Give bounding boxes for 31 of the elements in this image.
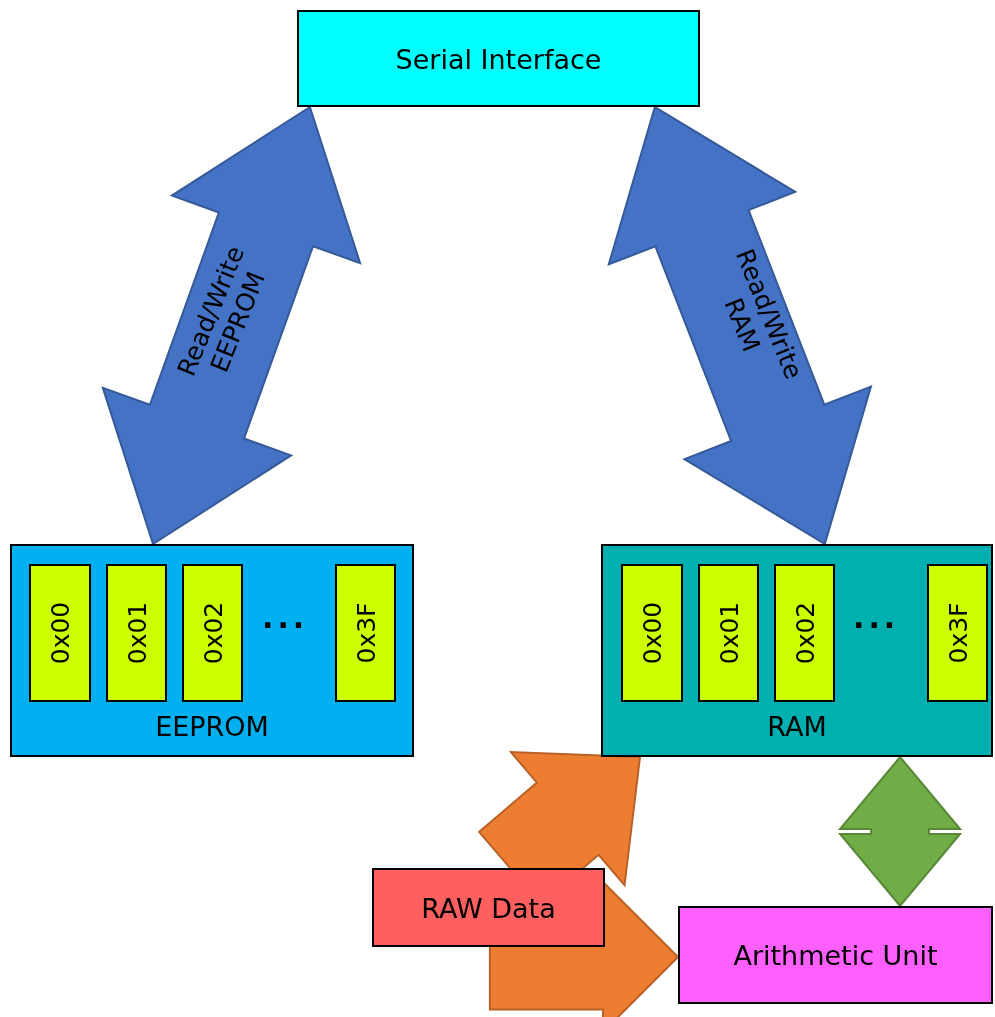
process-box — [372, 868, 605, 947]
block-arrow — [837, 755, 963, 908]
node-label: EEPROM — [154, 711, 270, 742]
node-label: RAW Data — [420, 892, 557, 923]
node-label: RAM — [766, 711, 828, 742]
node-label: 0x00 — [45, 601, 75, 665]
node-label: 0x3F — [351, 602, 380, 664]
node-label: 0x3F — [943, 602, 972, 664]
memory-cell — [621, 564, 683, 702]
node-label: 0x02 — [790, 601, 819, 665]
memory-cell — [774, 564, 835, 702]
node-label: 0x00 — [637, 601, 667, 665]
node-label: Serial Interface — [394, 43, 603, 74]
process-box — [601, 544, 993, 757]
memory-cell — [182, 564, 243, 702]
memory-cell — [106, 564, 167, 702]
node-label: 0x01 — [122, 601, 151, 665]
process-box — [10, 544, 414, 757]
ellipsis-label: ... — [262, 600, 309, 635]
block-arrow — [101, 105, 362, 546]
node-label: 0x01 — [714, 601, 743, 665]
node-label: 0x02 — [198, 601, 227, 665]
process-box — [678, 906, 993, 1004]
memory-cell — [335, 564, 396, 702]
memory-cell — [698, 564, 759, 702]
memory-cell — [29, 564, 91, 702]
memory-cell — [927, 564, 988, 702]
block-arrow — [607, 105, 873, 546]
process-box — [297, 10, 700, 107]
ellipsis-label: ... — [853, 600, 900, 635]
node-label: Arithmetic Unit — [732, 939, 939, 971]
